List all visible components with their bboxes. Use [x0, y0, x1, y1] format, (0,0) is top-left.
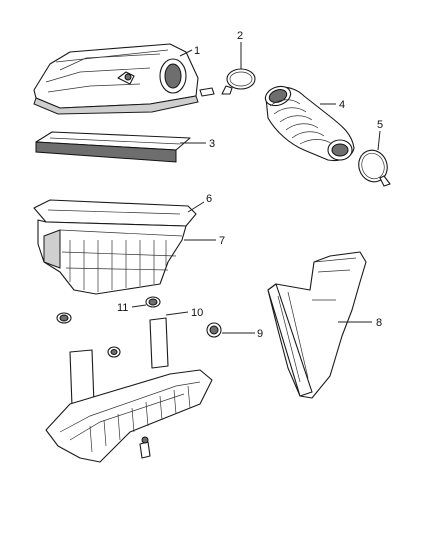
grommet-left: [56, 312, 72, 324]
air-filter-element: [35, 131, 191, 163]
callout-10: 10: [191, 307, 203, 319]
callout-numbers: 1 2 3 4 5 6 7 8 9 10 11: [117, 30, 383, 340]
callout-8: 8: [376, 317, 382, 329]
callout-5: 5: [377, 119, 383, 131]
leader-lines: [131, 42, 381, 334]
callout-9: 9: [257, 328, 263, 340]
callout-6: 6: [206, 193, 212, 205]
callout-2: 2: [237, 30, 243, 42]
support-bracket: [45, 317, 213, 463]
callout-7: 7: [219, 235, 225, 247]
callout-1: 1: [194, 45, 200, 57]
air-cleaner-cover: [33, 43, 215, 115]
hose-clamp-upper: [221, 68, 256, 95]
callout-3: 3: [209, 138, 215, 150]
isolator-small: [107, 346, 121, 358]
grommet-right: [145, 296, 161, 308]
air-cleaner-housing: [33, 199, 197, 295]
callout-4: 4: [339, 99, 345, 111]
air-inlet-duct: [267, 251, 367, 399]
hose-clamp-lower: [358, 149, 391, 187]
air-intake-hose: [264, 85, 355, 162]
callout-11: 11: [117, 302, 128, 314]
isolator: [206, 322, 222, 338]
